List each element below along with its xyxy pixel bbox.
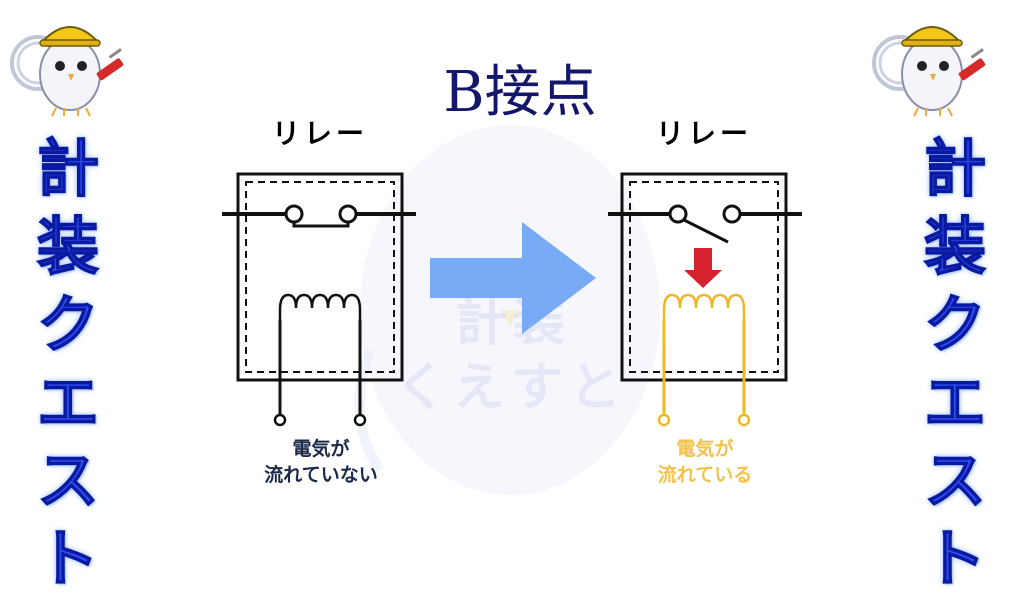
banner-char: エ <box>923 365 987 440</box>
caption-line: 流れている <box>657 464 753 486</box>
banner-char: 計 <box>923 131 987 206</box>
banner-char: ト <box>36 521 100 596</box>
relay-off-diagram <box>222 172 416 427</box>
bird-mascot-icon <box>10 26 124 117</box>
side-banner-left: 計 装 ク エ ス ト <box>18 130 118 598</box>
banner-char: 装 <box>923 209 987 284</box>
down-arrow-icon <box>684 248 722 288</box>
relay-on-label: リレー <box>656 117 753 150</box>
relay-off-label: リレー <box>272 117 369 150</box>
relay-off-caption: 電気が 流れていない <box>236 436 406 488</box>
banner-char: ス <box>923 443 987 518</box>
banner-char: ス <box>36 443 100 518</box>
banner-char: ト <box>923 521 987 596</box>
watermark-text-2: くえすと <box>395 358 628 418</box>
caption-line: 流れていない <box>264 464 378 486</box>
bird-mascot-icon <box>872 26 986 117</box>
banner-char: ク <box>36 287 100 362</box>
banner-char: 装 <box>36 209 100 284</box>
page-title: B接点 <box>443 60 597 125</box>
side-banner-right: 計 装 ク エ ス ト <box>905 130 1005 598</box>
relay-on-diagram <box>608 172 802 427</box>
banner-char: ク <box>923 287 987 362</box>
right-arrow-icon <box>430 222 596 334</box>
banner-char: エ <box>36 365 100 440</box>
caption-line: 電気が <box>676 438 734 460</box>
relay-on-caption: 電気が 流れている <box>620 436 790 488</box>
caption-line: 電気が <box>292 438 350 460</box>
banner-char: 計 <box>36 131 100 206</box>
